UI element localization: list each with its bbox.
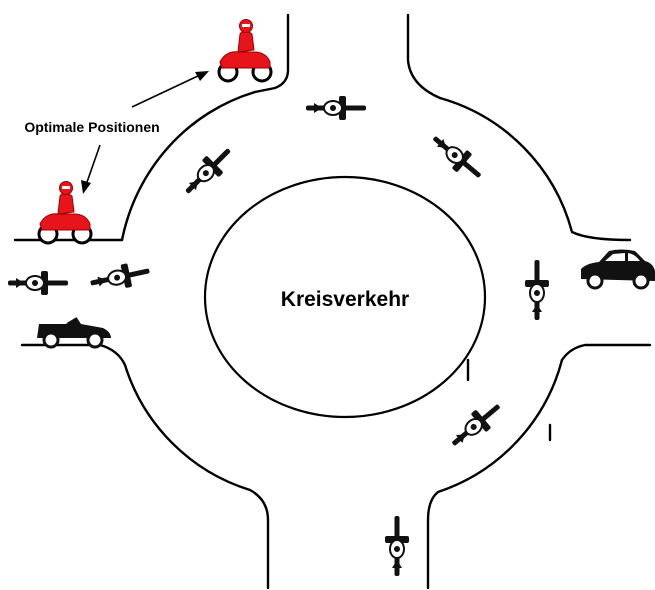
center-label: Kreisverkehr bbox=[281, 288, 409, 311]
road-edge-arc-bottom-right bbox=[426, 358, 564, 590]
road-edge-top-right bbox=[406, 13, 442, 100]
arrowhead-icon bbox=[81, 180, 91, 194]
road-edge-right-bottom bbox=[560, 343, 652, 362]
road-edge-arc-top-right bbox=[438, 96, 632, 242]
red-motorcycle-icon bbox=[37, 181, 93, 245]
car-icon bbox=[37, 317, 111, 349]
arrow-to-lower-motorcycle bbox=[85, 144, 101, 186]
red-motorcycle-icon bbox=[217, 19, 273, 83]
motorcycle-top-view-icon bbox=[7, 270, 69, 296]
motorcycle-top-view-icon bbox=[87, 258, 153, 296]
road-edge-left-bottom bbox=[20, 343, 127, 367]
road-edge-arc-top-left bbox=[13, 90, 257, 242]
car-icon bbox=[581, 249, 655, 290]
road-edge-arc-bottom-left bbox=[123, 363, 270, 590]
optimal-positions-label: Optimale Positionen bbox=[24, 119, 159, 135]
annotation-arrows bbox=[81, 71, 209, 194]
motorcycle-top-view-icon bbox=[524, 259, 550, 321]
arrow-to-upper-motorcycle bbox=[131, 74, 201, 108]
motorcycle-top-view-icon bbox=[425, 127, 489, 187]
motorcycle-top-view-icon bbox=[177, 140, 239, 202]
motorcycle-top-view-icon bbox=[384, 515, 410, 577]
center-island bbox=[203, 175, 487, 419]
motorcycle-top-view-icon bbox=[305, 95, 367, 121]
road-edge-top-left bbox=[253, 13, 290, 94]
arrowhead-icon bbox=[195, 71, 209, 81]
motorcycle-top-view-icon bbox=[444, 395, 508, 455]
